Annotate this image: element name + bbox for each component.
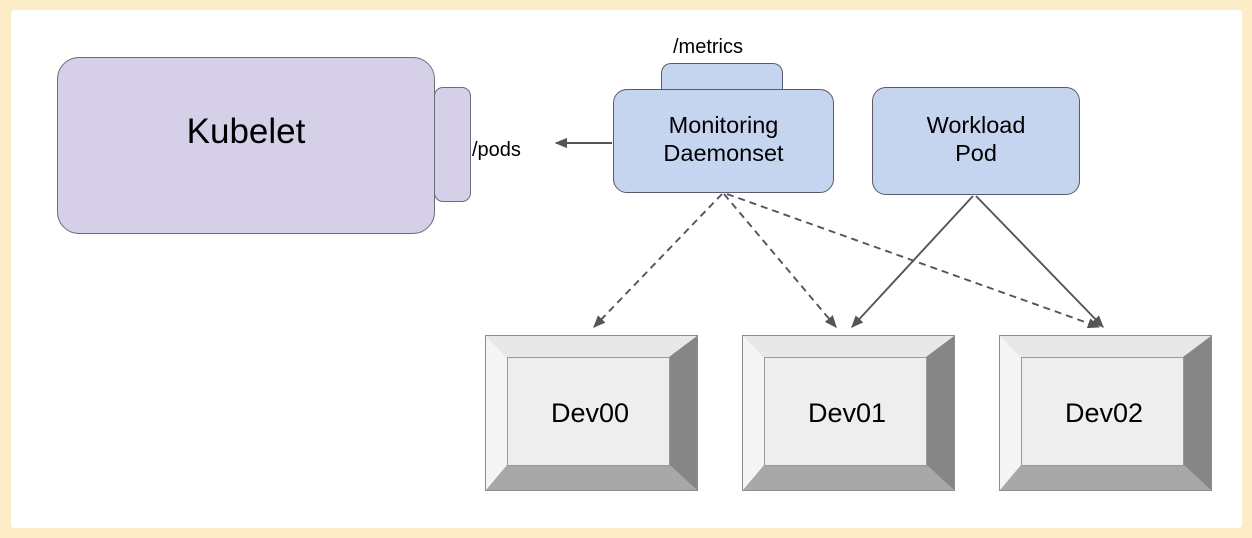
edge-monitoring-to-dev00 <box>593 193 723 328</box>
node-device-dev02[interactable]: Dev02 <box>999 335 1212 491</box>
edge-workload-to-dev01 <box>851 195 974 328</box>
dev00-face <box>507 357 670 466</box>
monitoring-daemonset-label: Monitoring Daemonset <box>663 112 784 166</box>
node-workload-pod[interactable]: Workload Pod <box>872 87 1080 195</box>
edge-monitoring-to-dev01 <box>723 193 837 328</box>
bevel-top-facet <box>743 336 954 358</box>
dev02-face <box>1021 357 1184 466</box>
diagram-canvas: Kubelet /pods Monitoring Daemonset /metr… <box>11 10 1242 528</box>
bevel-top-facet <box>486 336 697 358</box>
bevel-left-facet <box>743 336 765 490</box>
dev01-bevel-frame <box>742 335 955 491</box>
bevel-right-facet <box>1183 336 1211 490</box>
dev02-bevel-frame <box>999 335 1212 491</box>
bevel-left-facet <box>486 336 508 490</box>
workload-pod-label: Workload Pod <box>926 112 1026 166</box>
kubelet-label: Kubelet <box>186 112 306 151</box>
bevel-top-facet <box>1000 336 1211 358</box>
edge-workload-to-dev02 <box>975 195 1104 328</box>
node-kubelet[interactable]: Kubelet <box>57 57 435 234</box>
bevel-right-facet <box>669 336 697 490</box>
bevel-right-facet <box>926 336 954 490</box>
dev01-face <box>764 357 927 466</box>
metrics-endpoint-label: /metrics <box>673 36 743 58</box>
edge-monitoring-to-dev02 <box>726 193 1101 329</box>
dev00-bevel-frame <box>485 335 698 491</box>
bevel-bottom-facet <box>743 465 954 490</box>
node-device-dev01[interactable]: Dev01 <box>742 335 955 491</box>
pods-endpoint-label: /pods <box>472 139 521 161</box>
node-device-dev00[interactable]: Dev00 <box>485 335 698 491</box>
bevel-left-facet <box>1000 336 1022 490</box>
kubelet-pods-port-tab <box>434 87 471 202</box>
bevel-bottom-facet <box>486 465 697 490</box>
bevel-bottom-facet <box>1000 465 1211 490</box>
node-monitoring-daemonset[interactable]: Monitoring Daemonset <box>613 89 834 193</box>
